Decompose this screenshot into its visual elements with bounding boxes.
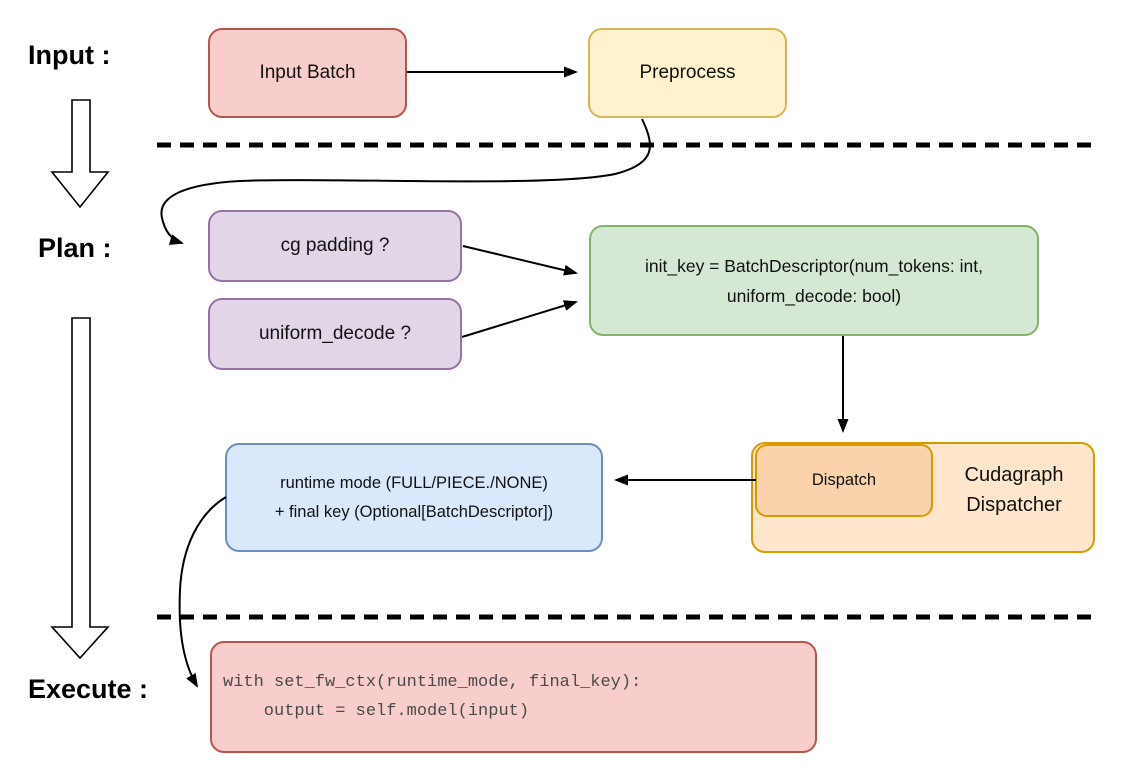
node-runtime-mode-line2: + final key (Optional[BatchDescriptor]) [274,502,554,521]
node-init-key-line1: init_key = BatchDescriptor(num_tokens: i… [644,255,983,276]
node-uniform-decode-label: uniform_decode ? [258,323,412,344]
stage-label-input: Input : [28,40,111,70]
node-runtime-mode: runtime mode (FULL/PIECE./NONE) + final … [225,443,603,552]
node-input-batch: Input Batch [208,28,407,118]
execute-code-line2: output = self.model(input) [223,702,530,721]
node-init-key: init_key = BatchDescriptor(num_tokens: i… [589,225,1039,336]
edge-cg-padding-to-init-key [462,245,578,276]
node-preprocess: Preprocess [588,28,787,118]
hollow-arrow-input-to-plan-icon [50,99,110,209]
node-cudagraph-dispatcher-label: Cudagraph Dispatcher [933,460,1095,520]
node-dispatch-label: Dispatch [811,471,877,489]
stage-label-plan: Plan : [38,233,112,263]
node-uniform-decode: uniform_decode ? [208,298,462,370]
edge-uniform-decode-to-init-key [461,300,578,338]
node-cg-padding-label: cg padding ? [280,235,390,256]
node-runtime-mode-line1: runtime mode (FULL/PIECE./NONE) [280,473,548,492]
node-execute-code: with set_fw_ctx(runtime_mode, final_key)… [210,641,817,753]
cudagraph-label-line2: Dispatcher [966,494,1062,516]
node-init-key-line2: uniform_decode: bool) [726,285,902,306]
cudagraph-label-line1: Cudagraph [964,464,1064,486]
stage-label-execute: Execute : [28,674,149,704]
execute-code-line1: with set_fw_ctx(runtime_mode, final_key)… [223,673,642,692]
node-dispatch: Dispatch [755,444,933,517]
node-cg-padding: cg padding ? [208,210,462,282]
node-preprocess-label: Preprocess [639,62,736,83]
node-input-batch-label: Input Batch [259,62,356,83]
hollow-arrow-plan-to-execute-icon [50,317,110,660]
